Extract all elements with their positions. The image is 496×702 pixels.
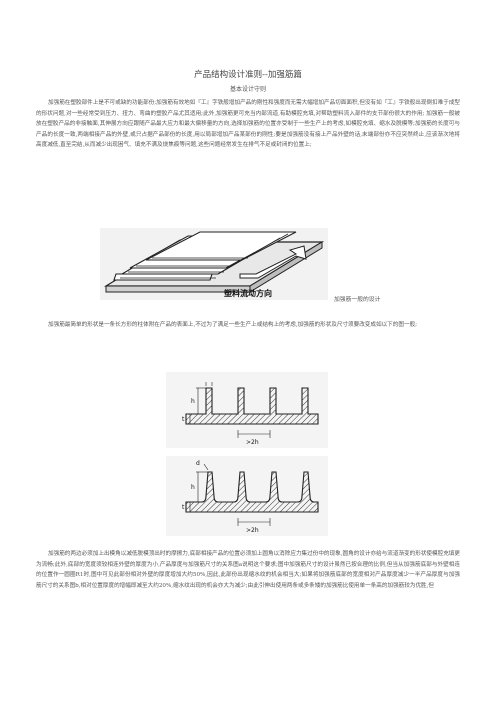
dim-h-label: h [191,484,195,491]
dim-2h-label: >2h [246,439,259,446]
rib-cross-section-a: h t >2h [166,372,328,448]
rib-cross-section-b: d h t >2h [166,456,328,536]
paragraph-shape: 加强筋最简单的形状是一条长方形的柱体附在产品的表面上,不过为了满足一些生产上或结… [48,322,418,328]
dim-d-label: d [196,460,200,467]
flow-direction-label: 塑料流动方向 [224,288,272,298]
document-title: 产品结构设计准则--加强筋篇 [194,70,302,80]
paragraph-draft-angle: 加强筋的两边必须加上出模角以减低脱模顶出时的摩擦力,底部相接产品的位置必须加上圆… [36,551,460,589]
dim-2h-label: >2h [246,527,259,534]
figure1-caption: 加强筋一般的设计 [334,297,381,303]
dim-h-label: h [191,398,195,405]
document-subtitle: 基本设计守则 [229,86,266,93]
flow-arrow-icon [239,245,307,279]
rib-isometric-figure: 塑料流动方向 [100,228,328,300]
dim-t-label: t [182,504,185,511]
paragraph-intro: 加强筋在塑胶部件上是不可或缺的功能部份;加强筋有效地如『工』字铁般增加产品的刚性… [36,100,461,148]
dim-t-label: t [182,416,185,423]
